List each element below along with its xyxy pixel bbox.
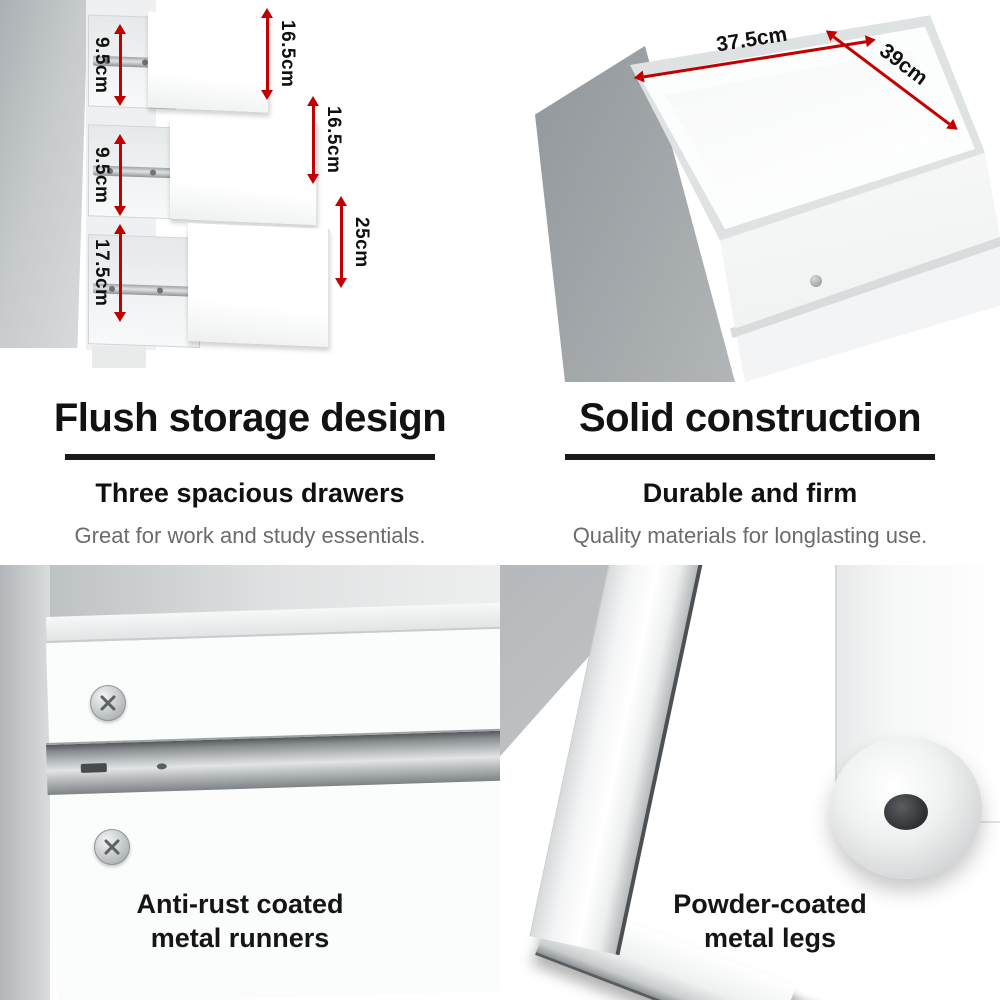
phillips-screw (94, 829, 130, 865)
dimension-label: 17.5cm (91, 239, 112, 307)
caption-line: metal legs (703, 923, 837, 953)
round-foot (830, 737, 982, 879)
metal-runner-photo: Anti-rust coated metal runners (0, 565, 500, 1000)
dimension-inner-middle: 9.5cm (90, 134, 126, 216)
desk-side-panel (0, 0, 88, 348)
dimension-front-top: 16.5cm (261, 8, 298, 100)
metal-legs-photo: Powder-coated metal legs (500, 565, 1000, 1000)
dimension-label: 9.5cm (91, 146, 112, 204)
dimension-label: 37.5cm (714, 22, 789, 57)
title-underline (65, 454, 435, 460)
panel-edge-shadow (0, 565, 50, 1000)
cabinet-foot (92, 346, 146, 368)
measure-arrow (335, 196, 347, 288)
legs-caption: Powder-coated metal legs (500, 887, 1000, 955)
drawer-screw-knob (810, 275, 822, 288)
dimension-front-middle: 16.5cm (307, 96, 344, 184)
measure-arrow (114, 24, 126, 106)
rail-screw (157, 286, 164, 294)
caption-line: metal runners (150, 923, 330, 953)
measure-arrow (261, 8, 273, 100)
measure-arrow (307, 96, 319, 184)
dimension-label: 9.5cm (91, 36, 112, 94)
phillips-screw (90, 685, 126, 721)
feature-title: Solid construction (578, 396, 922, 440)
drawer-topview-photo: 37.5cm 39cm (500, 0, 1000, 382)
drawer-dimensions-photo: 9.5cm 9.5cm 17.5cm 16.5cm 16.5cm 25cm (0, 0, 500, 382)
feature-subtitle: Three spacious drawers (95, 478, 405, 508)
dimension-label: 25cm (351, 216, 372, 268)
caption-line: Powder-coated (673, 889, 867, 919)
drawer-front-top (148, 11, 270, 113)
feature-subtitle: Durable and firm (642, 478, 858, 508)
measure-arrow (114, 224, 126, 322)
feature-title: Flush storage design (53, 396, 447, 440)
dimension-label: 16.5cm (323, 106, 344, 174)
feature-solid-construction: Solid construction Durable and firm Qual… (500, 388, 1000, 566)
feature-description: Great for work and study essentials. (74, 523, 426, 548)
dimension-inner-bottom: 17.5cm (90, 224, 126, 322)
dimension-label: 16.5cm (277, 20, 298, 88)
dimension-front-bottom: 25cm (335, 196, 372, 288)
dimension-inner-top: 9.5cm (90, 24, 126, 106)
title-underline (565, 454, 935, 460)
feature-description: Quality materials for longlasting use. (572, 523, 928, 548)
caption-line: Anti-rust coated (136, 889, 344, 919)
measure-arrow (114, 134, 126, 216)
drawer-front-bottom (188, 222, 330, 348)
feature-text-section: Flush storage design Three spacious draw… (0, 388, 1000, 566)
runner-caption: Anti-rust coated metal runners (0, 887, 500, 955)
rail-screw (149, 169, 156, 176)
drawer-front-middle (170, 116, 318, 226)
feature-flush-storage: Flush storage design Three spacious draw… (0, 388, 500, 566)
